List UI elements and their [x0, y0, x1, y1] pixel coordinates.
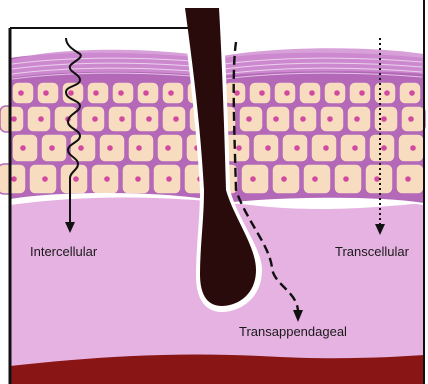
cell-nucleus	[136, 145, 142, 151]
cell-nucleus	[236, 145, 242, 151]
cell-nucleus	[165, 145, 171, 151]
cell-nucleus	[359, 90, 365, 96]
cell-nucleus	[18, 90, 24, 96]
label-transcellular: Transcellular	[335, 244, 410, 259]
cell-nucleus	[234, 90, 240, 96]
cell-nucleus	[168, 90, 174, 96]
cell-nucleus	[309, 90, 315, 96]
cell-nucleus	[284, 90, 290, 96]
cell-nucleus	[146, 116, 152, 122]
cell-nucleus	[11, 116, 17, 122]
cell-nucleus	[118, 90, 124, 96]
cell-nucleus	[246, 116, 252, 122]
cell-cluster	[210, 82, 425, 194]
cell-nucleus	[143, 90, 149, 96]
cell-nucleus	[408, 116, 414, 122]
cell-nucleus	[294, 145, 300, 151]
cell-nucleus	[49, 145, 55, 151]
cell-nucleus	[374, 176, 380, 182]
cell-nucleus	[166, 176, 172, 182]
cell-nucleus	[92, 116, 98, 122]
cell-nucleus	[273, 116, 279, 122]
cell-nucleus	[250, 176, 256, 182]
cell-nucleus	[43, 90, 49, 96]
cell-nucleus	[104, 176, 110, 182]
cell-nucleus	[107, 145, 113, 151]
cell-cluster	[0, 82, 213, 194]
cell-nucleus	[173, 116, 179, 122]
cell-nucleus	[93, 90, 99, 96]
cell-nucleus	[409, 90, 415, 96]
cell-nucleus	[410, 145, 416, 151]
cell-nucleus	[281, 176, 287, 182]
cell-nucleus	[352, 145, 358, 151]
cell-nucleus	[20, 145, 26, 151]
cell-nucleus	[405, 176, 411, 182]
cell-nucleus	[381, 145, 387, 151]
cell-nucleus	[334, 90, 340, 96]
cell-nucleus	[11, 176, 17, 182]
cell-nucleus	[384, 90, 390, 96]
cell-nucleus	[73, 176, 79, 182]
cell-nucleus	[68, 90, 74, 96]
cell-nucleus	[327, 116, 333, 122]
cell-nucleus	[300, 116, 306, 122]
cell-nucleus	[265, 145, 271, 151]
cell-nucleus	[119, 116, 125, 122]
cell-nucleus	[135, 176, 141, 182]
label-intercellular: Intercellular	[30, 244, 98, 259]
cell-nucleus	[312, 176, 318, 182]
cell-nucleus	[42, 176, 48, 182]
cell-nucleus	[343, 176, 349, 182]
cell-nucleus	[381, 116, 387, 122]
cell-nucleus	[38, 116, 44, 122]
cell-nucleus	[323, 145, 329, 151]
cell-nucleus	[354, 116, 360, 122]
label-transappendageal: Transappendageal	[239, 324, 347, 339]
cell-nucleus	[259, 90, 265, 96]
cell-nucleus	[78, 145, 84, 151]
